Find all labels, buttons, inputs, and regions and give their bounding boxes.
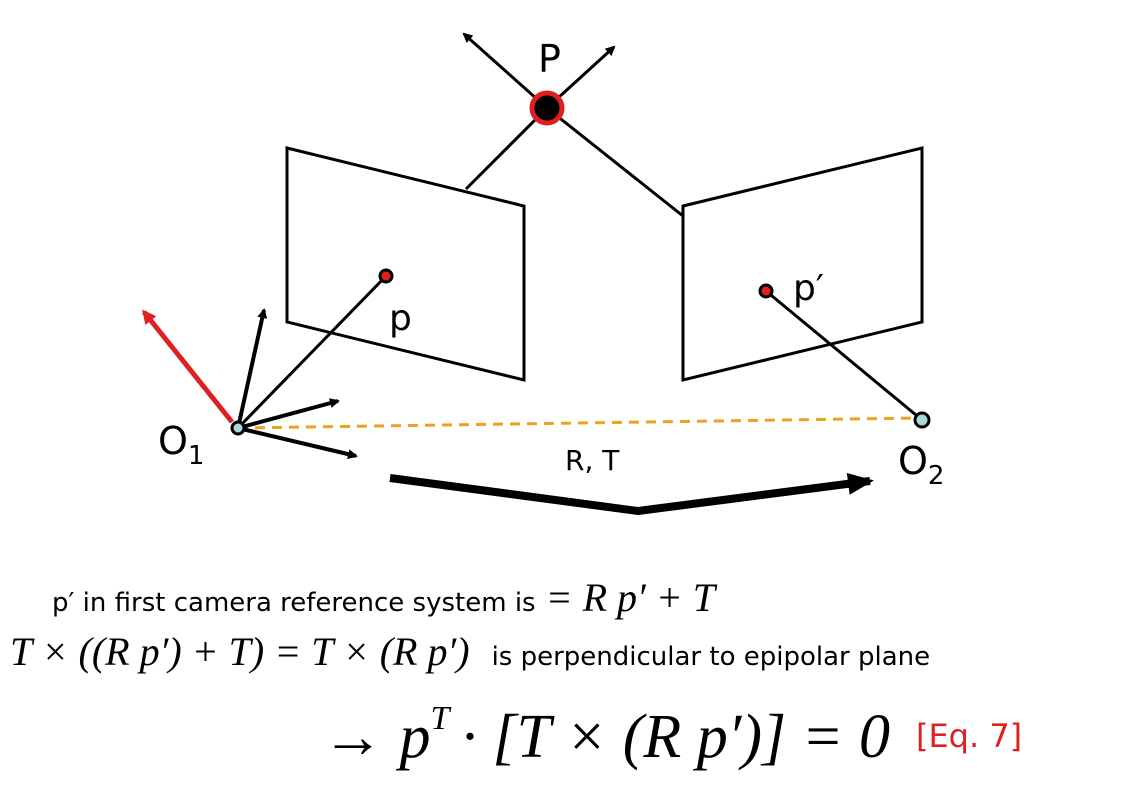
label-rt: R, T bbox=[565, 444, 620, 477]
baseline bbox=[237, 416, 923, 430]
o1-axis-up bbox=[236, 308, 268, 429]
ray-o1-p bbox=[236, 274, 388, 430]
image-point-p bbox=[378, 268, 394, 284]
o1-red-arrow bbox=[142, 309, 234, 424]
image-point-pprime bbox=[758, 283, 774, 299]
label-o1: O1 bbox=[158, 419, 204, 471]
rt-transform-arrow bbox=[389, 472, 874, 515]
eq2-math: T × ((R p′) + T) = T × (R p′) bbox=[10, 629, 470, 674]
eq1-text: p′ in first camera reference system is bbox=[52, 588, 536, 618]
eq1-math: = R p′ + T bbox=[545, 575, 716, 620]
p-arrow-left bbox=[462, 32, 548, 110]
o1-axis-right bbox=[237, 426, 358, 460]
eq3-math-prefix: → p bbox=[322, 703, 431, 771]
eq3-math-sup: T bbox=[430, 700, 450, 737]
right-image-plane bbox=[681, 146, 924, 382]
camera-center-o2 bbox=[913, 411, 931, 429]
camera-center-o1 bbox=[230, 420, 246, 436]
equation-line-3: → pT · [T × (R p′)] = 0 [Eq. 7] bbox=[322, 700, 1022, 773]
left-image-plane bbox=[285, 146, 526, 382]
o1-axis-diag bbox=[237, 398, 340, 430]
equation-line-2: T × ((R p′) + T) = T × (R p′) is perpend… bbox=[10, 628, 930, 675]
ray-p-left bbox=[464, 106, 549, 191]
eq3-math-rest: · [T × (R p′)] = 0 bbox=[461, 703, 890, 771]
ray-p-right bbox=[546, 106, 684, 218]
eq2-text: is perpendicular to epipolar plane bbox=[491, 642, 931, 672]
label-o1-sub: 1 bbox=[188, 441, 205, 471]
label-o2-sub: 2 bbox=[928, 461, 945, 491]
point-P bbox=[529, 90, 565, 126]
label-p: p bbox=[389, 298, 412, 339]
equation-line-1: p′ in first camera reference system is =… bbox=[52, 574, 715, 621]
ray-o2-pprime bbox=[765, 289, 923, 422]
label-P: P bbox=[538, 37, 561, 81]
eq-tag: [Eq. 7] bbox=[915, 717, 1023, 755]
label-o2: O2 bbox=[898, 439, 944, 491]
label-pprime: p′ bbox=[793, 268, 824, 309]
